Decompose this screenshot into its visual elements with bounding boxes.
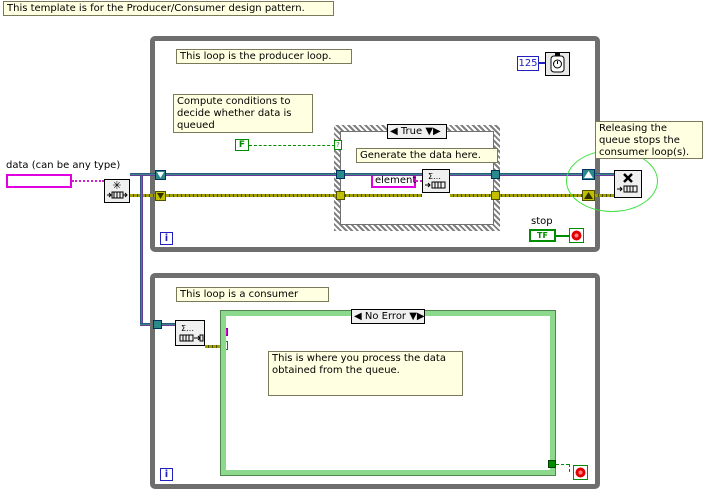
stop-sign-icon [575,467,586,478]
decrement-arrow-icon[interactable]: ◀ [354,311,362,322]
obtain-queue-node[interactable]: ✳ [104,179,130,203]
data-control-label: data (can be any type) [6,160,121,171]
case-selector-terminal: ? [334,140,342,150]
producer-case-selector[interactable]: ◀ True ▼▶ [387,124,447,139]
dropdown-arrow-icon[interactable]: ▼▶ [425,126,441,137]
producer-error-tunnel-in [155,191,166,201]
dequeue-icon: Σ… [179,324,204,342]
process-data-note: This is where you process the data obtai… [268,351,463,396]
producer-error-wire-case [342,194,422,197]
consumer-loop-note: This loop is a consumer loop. [176,287,329,302]
consumer-stop-wire [556,464,569,465]
svg-text:Σ…: Σ… [181,324,194,333]
template-description-note: This template is for the Producer/Consum… [3,1,334,16]
compute-conditions-note: Compute conditions to decide whether dat… [173,94,313,133]
producer-case-structure-bg [340,131,494,225]
decrement-arrow-icon[interactable]: ◀ [390,126,398,137]
wait-ms-node[interactable] [545,52,570,76]
dequeue-element-node[interactable]: Σ… [175,320,205,346]
enqueue-icon: Σ… [425,172,446,189]
enqueue-element-node[interactable]: Σ… [422,169,450,193]
loop-condition-terminal [569,228,584,243]
false-boolean-constant[interactable]: F [235,139,249,151]
release-highlight-ellipse [566,150,658,212]
producer-case-structure [334,125,500,231]
producer-queue-wire-case [342,173,422,176]
producer-queue-wire-out [450,173,584,176]
queue-branch-wire [130,173,142,176]
stopwatch-icon [550,53,565,73]
producer-error-wire-out [450,194,584,197]
releasing-queue-note: Releasing the queue stops the consumer l… [595,121,703,159]
producer-queue-wire-in [130,173,338,176]
svg-text:✳: ✳ [112,180,121,192]
svg-text:Σ…: Σ… [428,172,441,181]
wait-ms-constant[interactable]: 125 [517,56,539,71]
data-control-terminal[interactable] [6,174,72,188]
dropdown-arrow-icon[interactable]: ▼▶ [409,311,425,322]
data-wire-control [72,180,104,182]
consumer-iteration-terminal: i [160,468,173,481]
consumer-loop-condition-terminal [573,465,588,480]
stop-button-terminal[interactable]: TF [529,229,556,242]
case-error-tunnel-left [336,191,345,200]
producer-queue-tunnel-in [155,170,166,180]
obtain-queue-icon: ✳ [107,179,128,199]
generate-data-note: Generate the data here. [356,148,498,163]
consumer-queue-tunnel [153,320,162,329]
consumer-stop-wire-v [569,464,570,472]
boolean-wire [249,145,335,146]
producer-iteration-terminal: i [160,232,173,245]
consumer-while-loop [150,273,600,489]
consumer-case-bool-tunnel [548,460,556,468]
producer-loop-note: This loop is the producer loop. [176,49,352,64]
wait-wire [539,62,545,64]
stop-sign-icon [571,230,582,241]
producer-error-wire-in [130,194,338,197]
stop-wire [556,235,569,237]
consumer-case-selector[interactable]: ◀ No Error ▼▶ [351,309,425,324]
consumer-error-wire [205,345,223,348]
element-wire [416,180,422,182]
case-queue-tunnel-right [491,170,500,179]
stop-label: stop [531,216,553,227]
consumer-queue-wire-vertical [140,175,143,326]
case-queue-tunnel-left [336,170,345,179]
case-error-tunnel-right [491,191,500,200]
